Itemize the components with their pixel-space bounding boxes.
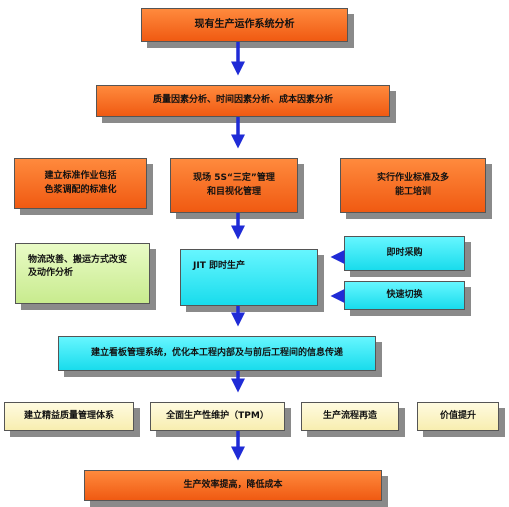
logistics-improvement-box: 物流改善、搬运方式改变 及动作分析 xyxy=(15,243,150,304)
kanban-system-box: 建立看板管理系统，优化本工程内部及与前后工程间的信息传递 xyxy=(58,336,376,371)
lean-quality-system-label: 建立精益质量管理体系 xyxy=(23,410,114,421)
final-goal-label: 生产效率提高，降低成本 xyxy=(183,479,283,490)
onsite-5s-box: 现场 5S“三定”管理 和目视化管理 xyxy=(170,158,298,213)
tpm-box: 全面生产性维护（TPM） xyxy=(150,402,285,431)
tpm-label: 全面生产性维护（TPM） xyxy=(166,410,269,421)
factor-analysis-label: 质量因素分析、时间因素分析、成本因素分析 xyxy=(152,95,333,106)
current-system-analysis-label: 现有生产运作系统分析 xyxy=(194,18,295,30)
multi-skill-training-box: 实行作业标准及多 能工培训 xyxy=(340,158,486,213)
onsite-5s-label: 现场 5S“三定”管理 和目视化管理 xyxy=(193,173,275,197)
final-goal-box: 生产效率提高，降低成本 xyxy=(84,470,382,501)
process-reengineering-label: 生产流程再造 xyxy=(322,410,377,421)
value-improvement-box: 价值提升 xyxy=(417,402,499,431)
logistics-improvement-label: 物流改善、搬运方式改变 及动作分析 xyxy=(28,255,128,279)
instant-purchase-box: 即时采购 xyxy=(344,236,465,271)
current-system-analysis-box: 现有生产运作系统分析 xyxy=(141,8,348,42)
standard-work-label: 建立标准作业包括 色浆调配的标准化 xyxy=(44,171,117,195)
jit-label: JIT 即时生产 xyxy=(193,261,245,271)
standard-work-box: 建立标准作业包括 色浆调配的标准化 xyxy=(14,158,147,209)
quick-changeover-label: 快速切换 xyxy=(386,289,423,300)
value-improvement-label: 价值提升 xyxy=(439,410,476,421)
factor-analysis-box: 质量因素分析、时间因素分析、成本因素分析 xyxy=(96,85,390,117)
instant-purchase-label: 即时采购 xyxy=(386,247,423,258)
kanban-system-label: 建立看板管理系统，优化本工程内部及与前后工程间的信息传递 xyxy=(90,347,343,358)
lean-quality-system-box: 建立精益质量管理体系 xyxy=(4,402,134,431)
multi-skill-training-label: 实行作业标准及多 能工培训 xyxy=(376,173,449,197)
process-reengineering-box: 生产流程再造 xyxy=(301,402,399,431)
jit-box: JIT 即时生产 xyxy=(180,249,318,306)
quick-changeover-box: 快速切换 xyxy=(344,281,465,310)
